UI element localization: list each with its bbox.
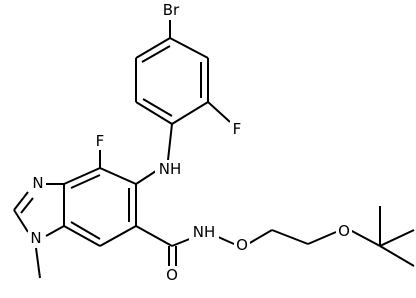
bond [379, 245, 415, 267]
bond [13, 191, 29, 211]
bond [307, 231, 337, 245]
bond [207, 101, 231, 123]
bond [20, 197, 34, 214]
bond [247, 229, 273, 245]
bond [63, 225, 101, 247]
bond [379, 229, 415, 247]
bond [171, 101, 209, 125]
bond [135, 101, 173, 125]
bond [45, 225, 65, 237]
atom-nh-amide: NH [189, 223, 219, 241]
atom-label-f-core: F [96, 132, 105, 150]
atom-label-br: Br [163, 1, 180, 19]
atom-label-f-aryl: F [233, 120, 242, 138]
bond [135, 225, 173, 247]
bond [70, 221, 101, 240]
bond [167, 123, 173, 161]
atom-label-n-methyl: N [30, 229, 41, 247]
bond [13, 209, 29, 233]
bond [171, 237, 193, 247]
atom-f-aryl: F [230, 120, 244, 138]
atom-label-o-ether: O [338, 222, 350, 240]
atom-nh-amine: NH [155, 160, 185, 178]
atom-n-methyl: N [28, 229, 44, 247]
atom-o-amide-link: O [234, 236, 250, 254]
atom-o-carbonyl: O [164, 266, 180, 284]
bond [70, 174, 101, 189]
atom-f-core: F [93, 132, 107, 150]
bond [141, 45, 171, 63]
atom-labels: Br F F NH N N NH O [28, 0, 352, 284]
atom-label-o-amide-link: O [236, 236, 248, 254]
bond [99, 167, 137, 185]
bond [169, 37, 209, 59]
bonds [13, 20, 415, 279]
atom-label-nh-amide: NH [193, 223, 216, 241]
bond [99, 225, 137, 247]
bond [63, 167, 101, 185]
atom-label-nh-amine: NH [159, 160, 182, 178]
bond [142, 98, 173, 117]
atom-o-ether: O [336, 222, 352, 240]
atom-br: Br [160, 0, 182, 19]
bond [349, 229, 381, 247]
bond [35, 247, 41, 279]
atom-label-n-imidazole: N [32, 174, 43, 192]
bond [271, 229, 309, 245]
atom-n-imidazole: N [30, 174, 46, 192]
atom-label-o-carbonyl: O [166, 266, 178, 284]
bond [135, 37, 171, 59]
bond [135, 170, 157, 185]
